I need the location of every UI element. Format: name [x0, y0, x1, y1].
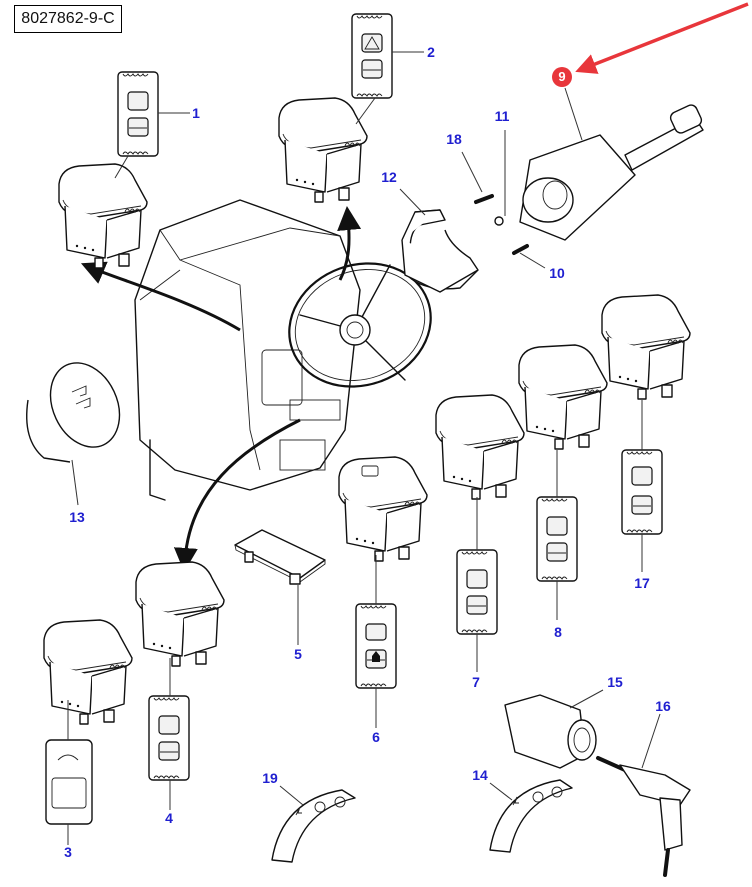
- part-19-ignition-decal: [271, 789, 356, 863]
- highlight-arrow: [575, 2, 749, 74]
- part-17-switch: [601, 294, 691, 400]
- part-8-switch: [518, 344, 608, 450]
- part-5-blanking-plug: [234, 529, 326, 585]
- part-13-buzzer: [26, 362, 121, 463]
- callout-5[interactable]: 5: [294, 646, 302, 662]
- arrow-to-switch-2: [337, 206, 362, 281]
- part-15-ignition-switch: [504, 694, 597, 769]
- callout-15[interactable]: 15: [607, 674, 623, 690]
- callout-16[interactable]: 16: [655, 698, 671, 714]
- callout-6[interactable]: 6: [372, 729, 380, 745]
- part-1-switch: [58, 163, 148, 269]
- part-17-decal: [621, 449, 663, 535]
- arrow-to-switch-1: [80, 261, 241, 332]
- part-14-ignition-decal: [489, 779, 573, 853]
- part-12-cover: [401, 209, 479, 293]
- callout-12[interactable]: 12: [381, 169, 397, 185]
- callout-7[interactable]: 7: [472, 674, 480, 690]
- callout-10[interactable]: 10: [549, 265, 565, 281]
- part-6-switch: [338, 456, 428, 562]
- reference-code: 8027862-9-C: [14, 5, 122, 33]
- callout-19[interactable]: 19: [262, 770, 278, 786]
- part-11-screw: [494, 216, 504, 226]
- callout-14[interactable]: 14: [472, 767, 488, 783]
- callout-4[interactable]: 4: [165, 810, 173, 826]
- callout-17[interactable]: 17: [634, 575, 650, 591]
- callout-11[interactable]: 11: [494, 108, 510, 124]
- callout-18[interactable]: 18: [446, 131, 462, 147]
- callout-8[interactable]: 8: [554, 624, 562, 640]
- part-3-decal: [45, 739, 93, 825]
- part-4-decal: [148, 695, 190, 781]
- part-10-screw: [512, 244, 529, 255]
- arrow-to-switch-4: [173, 418, 301, 572]
- part-6-decal: [355, 603, 397, 689]
- callout-2[interactable]: 2: [427, 44, 435, 60]
- part-4-switch: [135, 561, 225, 667]
- part-8-decal: [536, 496, 578, 582]
- steering-console: [134, 199, 432, 501]
- callout-1[interactable]: 1: [192, 105, 200, 121]
- callout-13[interactable]: 13: [69, 509, 85, 525]
- part-3-switch: [43, 619, 133, 725]
- part-9-stalk-switch: [519, 104, 704, 241]
- part-1-decal: [117, 71, 159, 157]
- highlight-badge-9[interactable]: 9: [552, 67, 572, 87]
- part-18-screw: [474, 194, 494, 204]
- part-16-key: [596, 756, 691, 877]
- part-7-decal: [456, 549, 498, 635]
- callout-3[interactable]: 3: [64, 844, 72, 860]
- part-7-switch: [435, 394, 525, 500]
- part-2-decal: [351, 13, 393, 99]
- part-2-switch: [278, 97, 368, 203]
